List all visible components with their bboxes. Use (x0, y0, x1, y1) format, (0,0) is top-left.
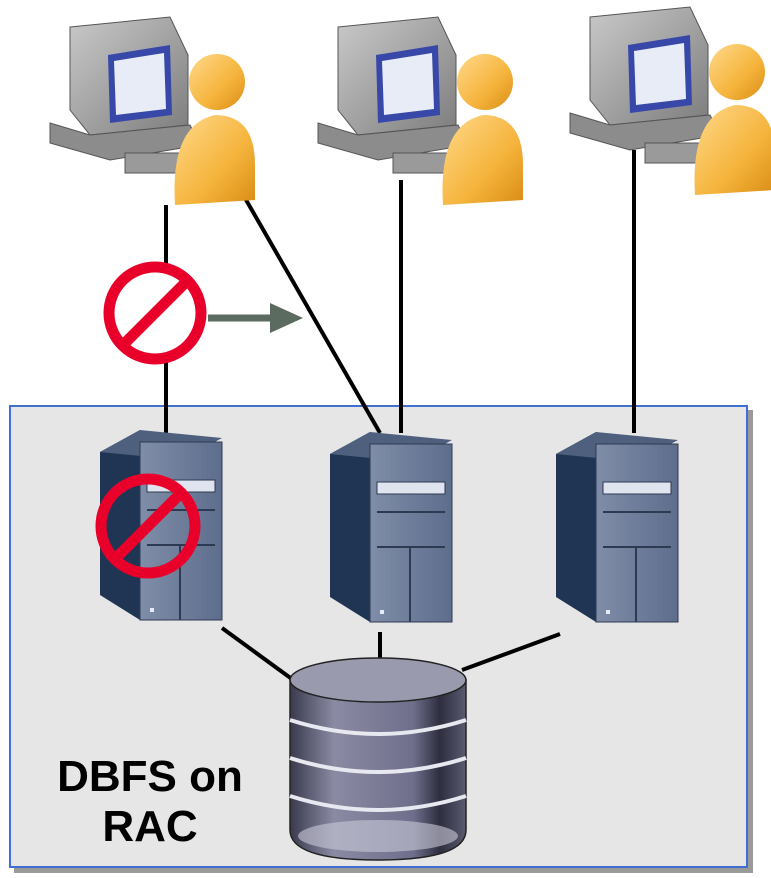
server3-storage-link (461, 632, 561, 672)
client-blocked-marker (103, 261, 207, 365)
client-workstation-3 (569, 6, 771, 195)
client1-server2-link (228, 171, 382, 434)
cluster-label-line1: DBFS on (57, 752, 243, 801)
server-tower-icon (330, 432, 453, 623)
user-workstation-icon (317, 16, 523, 205)
cluster-label: DBFS on RAC (30, 752, 270, 852)
client-workstation-1 (49, 16, 255, 205)
server-failed-marker (95, 473, 201, 579)
client-workstation-2 (317, 16, 523, 205)
user-workstation-icon (49, 16, 255, 205)
connection-lines (164, 150, 636, 684)
user-workstation-icon (569, 6, 771, 195)
server-node-2 (330, 432, 453, 623)
no-entry-icon (103, 261, 207, 365)
shared-storage-disk (289, 657, 467, 861)
cluster-label-line2: RAC (102, 802, 198, 851)
server-node-3 (556, 432, 679, 623)
server-tower-icon (100, 430, 223, 621)
server1-storage-link (220, 626, 298, 684)
failover-arrow (208, 303, 303, 333)
server-node-1 (100, 430, 223, 621)
server-tower-icon (556, 432, 679, 623)
no-entry-icon (95, 473, 201, 579)
database-disk-icon (289, 657, 467, 861)
